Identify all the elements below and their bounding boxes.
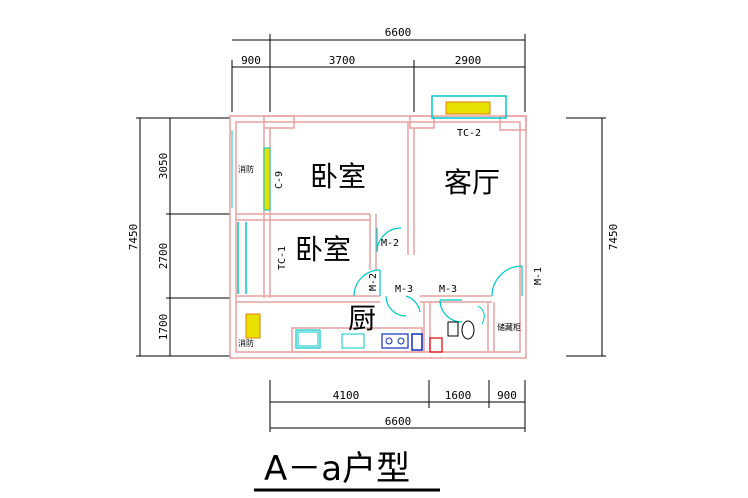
room-label-kitchen: 厨 <box>348 302 376 335</box>
tag-c9: C-9 <box>274 171 285 189</box>
room-label-bedroom-1: 卧室 <box>310 160 366 193</box>
bathroom-fixtures <box>447 305 485 340</box>
tag-m3-right: M-3 <box>439 284 457 295</box>
dim-top-mid: 3700 <box>329 54 356 67</box>
dim-top-total: 6600 <box>385 26 412 39</box>
doors <box>353 227 523 323</box>
dim-right-total: 7450 <box>607 224 620 251</box>
tag-fire-lower: 消防 <box>238 338 254 348</box>
tag-fire-upper: 消防 <box>238 164 254 174</box>
left-dimensions <box>136 117 230 357</box>
plan-title: A－a户型 <box>264 449 410 489</box>
tag-m3-left: M-3 <box>395 284 413 295</box>
dim-left-top: 3050 <box>157 153 170 180</box>
dim-bottom-right: 900 <box>497 389 517 402</box>
tag-storage: 储藏柜 <box>497 322 521 332</box>
top-dimensions <box>231 34 526 112</box>
dim-bottom-total: 6600 <box>385 415 412 428</box>
tag-m1: M-1 <box>533 267 544 285</box>
dim-left-mid: 2700 <box>157 243 170 270</box>
tag-m2-upper: M-2 <box>381 238 399 249</box>
windows <box>231 95 507 294</box>
dim-left-bottom: 1700 <box>157 314 170 341</box>
tag-tc2: TC-2 <box>457 128 481 139</box>
dim-top-right: 2900 <box>455 54 482 67</box>
right-dimensions <box>566 117 606 357</box>
dim-bottom-left: 4100 <box>333 389 360 402</box>
dim-top-left: 900 <box>241 54 261 67</box>
dim-left-total: 7450 <box>127 224 140 251</box>
dim-bottom-mid: 1600 <box>445 389 472 402</box>
tag-tc1: TC-1 <box>277 246 288 270</box>
kitchen-fixtures <box>245 313 443 353</box>
bottom-dimensions <box>269 380 526 432</box>
tag-m2-lower: M-2 <box>368 273 379 291</box>
room-label-bedroom-2: 卧室 <box>295 233 351 266</box>
walls <box>229 115 527 359</box>
room-label-living-room: 客厅 <box>444 166 500 199</box>
